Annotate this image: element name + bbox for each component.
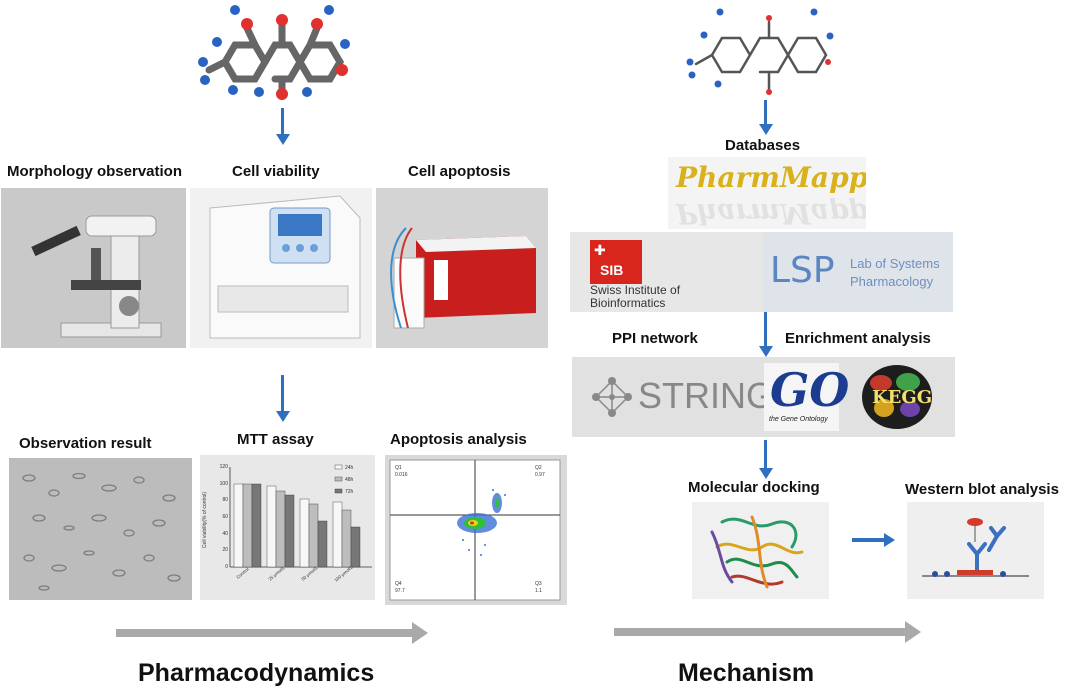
sib-short: SIB xyxy=(600,262,624,278)
cell-observation-image xyxy=(9,458,192,600)
string-network-icon xyxy=(592,377,632,417)
go-sub-text: the Gene Ontology xyxy=(769,416,828,423)
arrow-down-3 xyxy=(764,100,767,126)
lsp-logo-bg xyxy=(763,232,953,312)
arrow-head-5 xyxy=(759,468,773,479)
mtt-ytick: 60 xyxy=(222,514,228,520)
arrow-head-2 xyxy=(276,411,290,422)
plate-reader-image xyxy=(190,188,372,348)
mtt-legend-48h: 48h xyxy=(345,477,354,483)
quadrant-q2-value: 0.97 xyxy=(535,472,545,478)
pharmmapper-reflection: PharmMapper xyxy=(676,197,866,229)
arrow-head-3 xyxy=(759,124,773,135)
pharmmapper-logo-text: PharmMapper xyxy=(676,161,866,194)
mtt-label: MTT assay xyxy=(237,431,314,448)
sib-lsp-logos: SIB ✚ Swiss Institute of Bioinformatics … xyxy=(570,232,953,312)
apoptosis-label: Cell apoptosis xyxy=(408,163,511,180)
sib-line1: Swiss Institute of xyxy=(590,283,681,297)
arrow-down-5 xyxy=(764,440,767,470)
flow-cytometer-image xyxy=(376,188,548,348)
mtt-ytick: 40 xyxy=(222,531,228,537)
quadrant-q2: Q2 xyxy=(535,465,542,471)
go-logo-box xyxy=(764,363,839,431)
microscope-image xyxy=(1,188,186,348)
quadrant-q3-value: 1.1 xyxy=(535,588,542,594)
mtt-legend-72h: 72h xyxy=(345,489,354,495)
arrow-right-docking xyxy=(852,538,886,542)
mtt-ytick: 120 xyxy=(220,464,229,470)
anthraquinone-molecule-left xyxy=(198,5,350,100)
ppi-label: PPI network xyxy=(612,330,698,347)
mtt-ytick: 0 xyxy=(225,564,228,570)
arrow-right-head xyxy=(884,533,895,547)
western-label: Western blot analysis xyxy=(905,481,1059,498)
quadrant-q1: Q1 xyxy=(395,465,402,471)
viability-label: Cell viability xyxy=(232,163,320,180)
quadrant-q4: Q4 xyxy=(395,581,402,587)
lsp-short: LSP xyxy=(770,250,835,291)
western-blot-image xyxy=(907,502,1044,599)
mtt-legend-24h: 24h xyxy=(345,465,354,471)
go-logo-text: GO xyxy=(770,363,850,417)
gray-arrow-left-head xyxy=(412,622,428,644)
gray-arrow-right-head xyxy=(905,621,921,643)
kegg-logo-text: KEGG xyxy=(872,387,932,408)
quadrant-q3: Q3 xyxy=(535,581,542,587)
mtt-chart: Cell viability(% of control) 0 20 40 60 … xyxy=(200,455,375,600)
arrow-down-1 xyxy=(281,108,284,136)
databases-label: Databases xyxy=(725,137,801,154)
mtt-ytick: 100 xyxy=(220,481,229,487)
mechanism-title: Mechanism xyxy=(678,659,815,687)
molecular-docking-image xyxy=(692,502,829,599)
arrow-down-2 xyxy=(281,375,284,413)
quadrant-q1-value: 0.016 xyxy=(395,472,408,478)
pharmmapper-logo: PharmMapper PharmMapper xyxy=(668,157,866,229)
lsp-line1: Lab of Systems xyxy=(850,256,940,271)
mtt-ytick: 80 xyxy=(222,497,228,503)
arrow-down-4 xyxy=(764,312,767,348)
enrichment-label: Enrichment analysis xyxy=(785,330,931,347)
pharmacodynamics-title: Pharmacodynamics xyxy=(138,659,375,687)
mtt-ytick: 20 xyxy=(222,547,228,553)
morphology-label: Morphology observation xyxy=(7,163,183,180)
observation-result-label: Observation result xyxy=(19,435,152,452)
arrow-head-4 xyxy=(759,346,773,357)
arrow-head-1 xyxy=(276,134,290,145)
docking-label: Molecular docking xyxy=(688,479,820,496)
sib-cross-icon: ✚ xyxy=(594,242,606,258)
gray-arrow-right xyxy=(614,628,909,636)
anthraquinone-molecule-right xyxy=(686,8,834,95)
apoptosis-analysis-label: Apoptosis analysis xyxy=(390,431,527,448)
flow-scatter-plot: Q1 0.016 Q2 0.97 Q3 1.1 Q4 97.7 xyxy=(385,455,567,605)
lsp-line2: Pharmacology xyxy=(850,274,934,289)
sib-logo-box xyxy=(590,240,642,284)
string-logo-text: STRING xyxy=(638,375,775,416)
mtt-ylabel: Cell viability(% of control) xyxy=(202,492,208,548)
kegg-logo: KEGG xyxy=(862,365,932,429)
sib-line2: Bioinformatics xyxy=(590,296,666,310)
quadrant-q4-value: 97.7 xyxy=(395,588,405,594)
string-go-kegg-logos: STRING GO the Gene Ontology KEGG xyxy=(572,357,955,437)
gray-arrow-left xyxy=(116,629,416,637)
